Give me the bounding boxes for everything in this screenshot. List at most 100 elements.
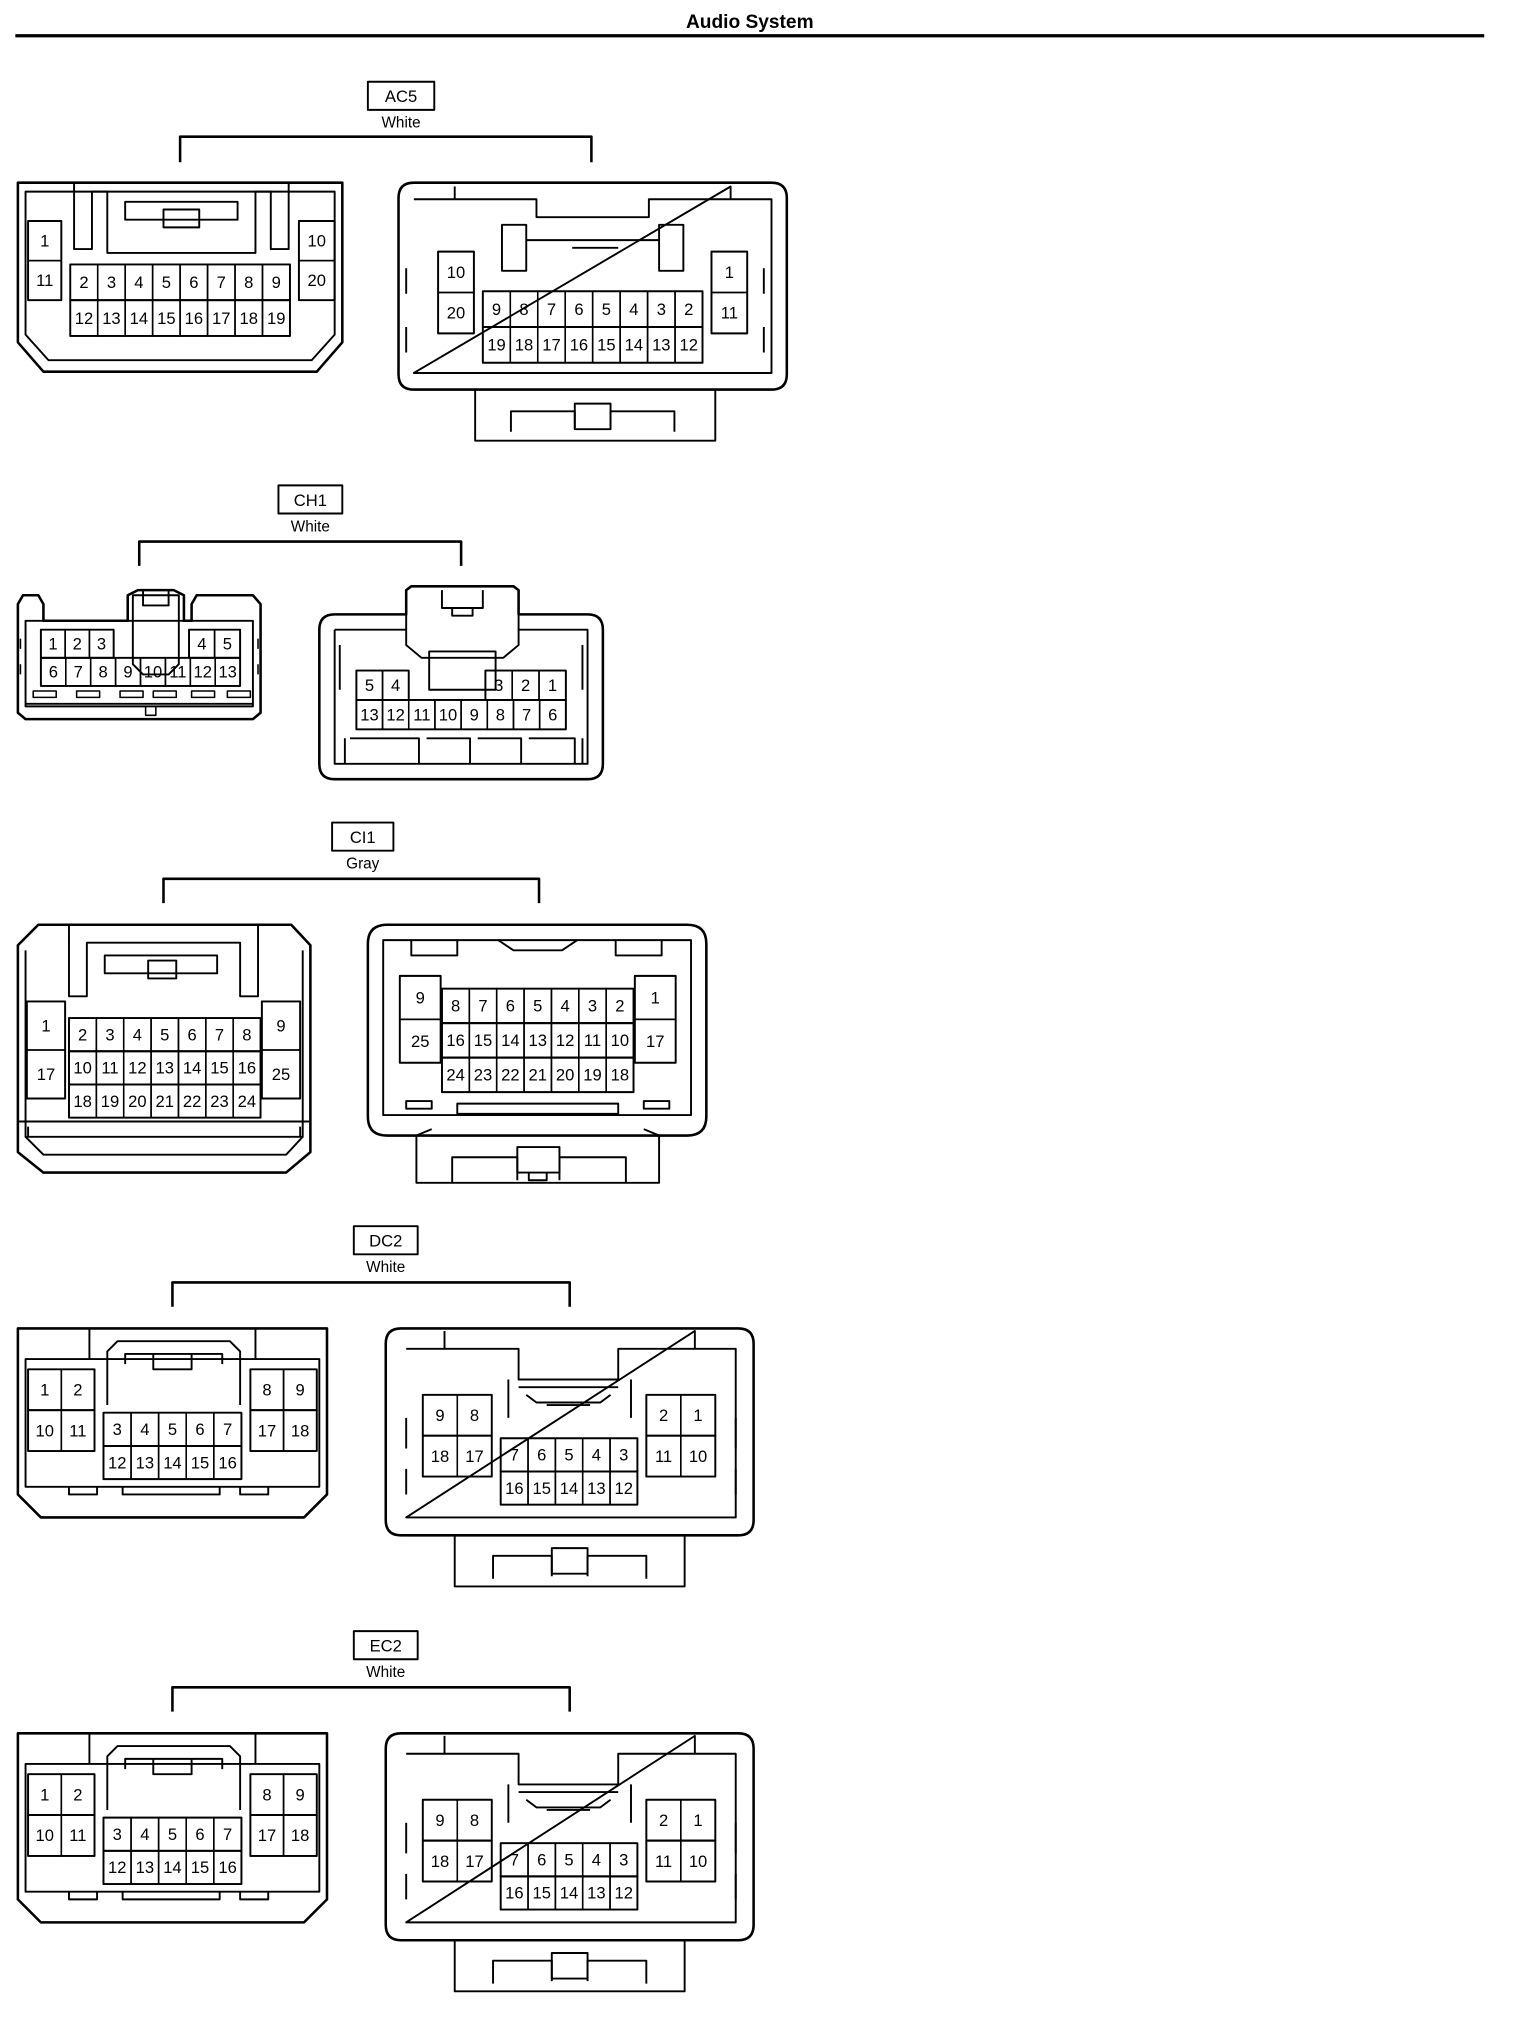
terminal-number: 12	[75, 309, 93, 328]
terminal-number: 23	[474, 1066, 492, 1085]
terminal-number: 8	[451, 997, 460, 1016]
terminal-number: 6	[537, 1851, 546, 1870]
terminal-number: 16	[218, 1858, 236, 1877]
terminal-number: 5	[223, 635, 232, 654]
terminal-number: 3	[113, 1420, 122, 1439]
terminal-number: 2	[73, 635, 82, 654]
terminal-number: 18	[240, 309, 258, 328]
terminal-number: 7	[223, 1420, 232, 1439]
terminal-cavity	[680, 1434, 717, 1478]
terminal-number: 8	[470, 1811, 479, 1830]
terminal-number: 13	[652, 336, 670, 355]
terminal-number: 1	[548, 676, 557, 695]
terminal-number: 4	[592, 1446, 601, 1465]
terminal-number: 16	[505, 1479, 523, 1498]
terminal-number: 11	[721, 304, 738, 323]
terminal-number: 2	[615, 997, 624, 1016]
terminal-number: 19	[487, 336, 505, 355]
terminal-number: 11	[101, 1059, 118, 1078]
terminal-number: 24	[446, 1066, 464, 1085]
terminal-number: 18	[291, 1826, 309, 1845]
terminal-number: 18	[291, 1421, 309, 1440]
terminal-number: 10	[439, 705, 457, 724]
terminal-cavity	[399, 1018, 442, 1064]
terminal-number: 23	[210, 1092, 228, 1111]
terminal-number: 12	[128, 1059, 146, 1078]
terminal-number: 7	[478, 997, 487, 1016]
terminal-cavity	[213, 1850, 243, 1885]
terminal-number: 22	[501, 1066, 519, 1085]
terminal-number: 11	[655, 1852, 672, 1871]
terminal-number: 20	[556, 1066, 574, 1085]
terminal-number: 18	[431, 1447, 449, 1466]
terminal-block: 111	[27, 220, 63, 302]
terminal-number: 7	[510, 1851, 519, 1870]
terminal-number: 6	[537, 1446, 546, 1465]
terminal-number: 6	[195, 1420, 204, 1439]
terminal-number: 8	[496, 705, 505, 724]
terminal-number: 2	[79, 273, 88, 292]
terminal-number: 5	[162, 273, 171, 292]
connector-color: White	[366, 1664, 405, 1681]
terminal-cavity	[298, 259, 336, 301]
page-title: Audio System	[686, 12, 814, 33]
terminal-cavity	[282, 1814, 318, 1857]
terminal-number: 13	[529, 1031, 547, 1050]
terminal-number: 7	[547, 300, 556, 319]
terminal-number: 3	[657, 300, 666, 319]
terminal-number: 7	[217, 273, 226, 292]
terminal-number: 8	[262, 1785, 271, 1804]
terminal-number: 1	[693, 1811, 702, 1830]
terminal-number: 11	[36, 271, 53, 290]
connector-code-box	[331, 821, 395, 852]
terminal-number: 10	[447, 263, 465, 282]
terminal-number: 13	[587, 1884, 605, 1903]
terminal-number: 6	[574, 300, 583, 319]
terminal-number: 12	[194, 663, 212, 682]
terminal-number: 6	[189, 273, 198, 292]
terminal-number: 16	[238, 1059, 256, 1078]
connector-code: EC2	[370, 1637, 402, 1656]
terminal-number: 16	[570, 336, 588, 355]
terminal-cavity	[60, 1409, 96, 1452]
terminal-number: 19	[101, 1092, 119, 1111]
terminal-number: 13	[136, 1858, 154, 1877]
terminal-number: 16	[185, 309, 203, 328]
terminal-cavity	[214, 657, 241, 687]
terminal-cavity	[27, 259, 63, 301]
terminal-number: 9	[435, 1811, 444, 1830]
terminal-number: 2	[73, 1785, 82, 1804]
terminal-number: 7	[74, 663, 83, 682]
terminal-number: 19	[267, 309, 285, 328]
terminal-number: 17	[212, 309, 230, 328]
terminal-number: 15	[191, 1453, 209, 1472]
terminal-number: 3	[619, 1851, 628, 1870]
connector-bracket	[162, 877, 541, 904]
terminal-number: 11	[413, 705, 430, 724]
terminal-number: 18	[73, 1092, 91, 1111]
